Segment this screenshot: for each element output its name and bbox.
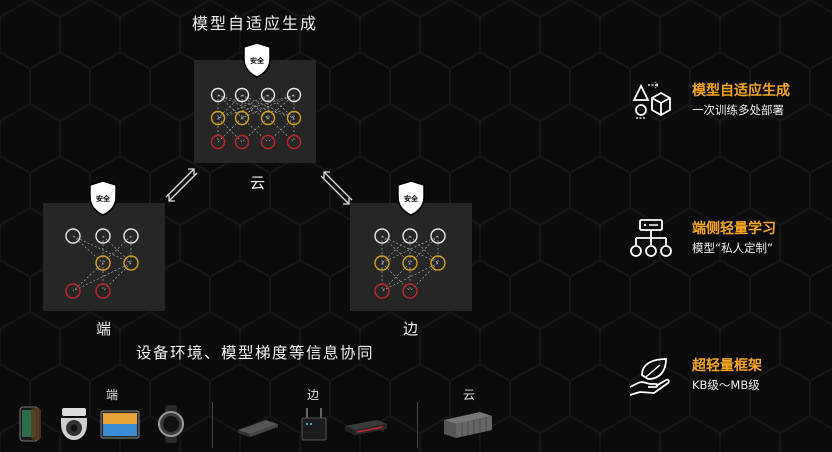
diagram-title: 模型自适应生成	[191, 14, 318, 33]
cloud-edge-link-arrow	[320, 171, 353, 205]
device-network	[65, 228, 139, 299]
device-shield-icon: 安全	[89, 180, 117, 216]
gpu-card-icon	[238, 420, 278, 437]
category-label-edge: 边	[307, 388, 320, 402]
feature-title: 模型自适应生成	[692, 83, 790, 99]
cloud-shield-icon: 安全	[243, 42, 271, 78]
dome-camera-icon	[61, 408, 87, 440]
edge-shield-label: 安全	[404, 194, 419, 203]
hierarchy-tree-icon	[630, 219, 672, 257]
hand-leaf-icon	[629, 358, 670, 396]
cloud-label: 云	[250, 174, 266, 192]
edge-network	[374, 228, 446, 299]
smartwatch-icon	[158, 405, 184, 443]
feature-item-ultralight-framework: 超轻量框架 KB级～MB级	[628, 355, 828, 415]
edge-label: 边	[403, 320, 419, 338]
feature-item-adaptive-generation: 模型自适应生成 一次训练多处部署	[628, 80, 828, 140]
server-rack-icon	[444, 412, 492, 438]
tablet-icon	[100, 410, 140, 439]
cube-shapes-icon	[632, 81, 671, 119]
edge-shield-icon: 安全	[397, 180, 425, 216]
cloud-device-link-arrow	[165, 168, 198, 202]
device-panel	[43, 203, 165, 311]
category-label-cloud: 云	[463, 388, 476, 402]
category-label-device: 端	[106, 388, 119, 402]
edge-panel	[350, 203, 472, 311]
edge-server-icon	[345, 420, 387, 435]
feature-title: 端侧轻量学习	[692, 221, 776, 237]
category-divider	[212, 402, 213, 448]
feature-desc: KB级～MB级	[692, 378, 760, 392]
cloud-network	[210, 87, 302, 150]
category-divider	[417, 402, 418, 448]
feature-title: 超轻量框架	[692, 358, 762, 374]
feature-desc: 一次训练多处部署	[692, 103, 784, 117]
diagram-caption: 设备环境、模型梯度等信息协同	[135, 344, 374, 362]
feature-item-lightweight-learning: 端侧轻量学习 模型“私人定制”	[628, 218, 828, 278]
cloud-shield-label: 安全	[250, 56, 265, 65]
feature-desc: 模型“私人定制”	[692, 241, 773, 255]
device-shield-label: 安全	[96, 194, 111, 203]
device-label: 端	[96, 320, 112, 338]
smartphone-icon	[19, 406, 41, 442]
edge-router-icon	[301, 408, 327, 441]
